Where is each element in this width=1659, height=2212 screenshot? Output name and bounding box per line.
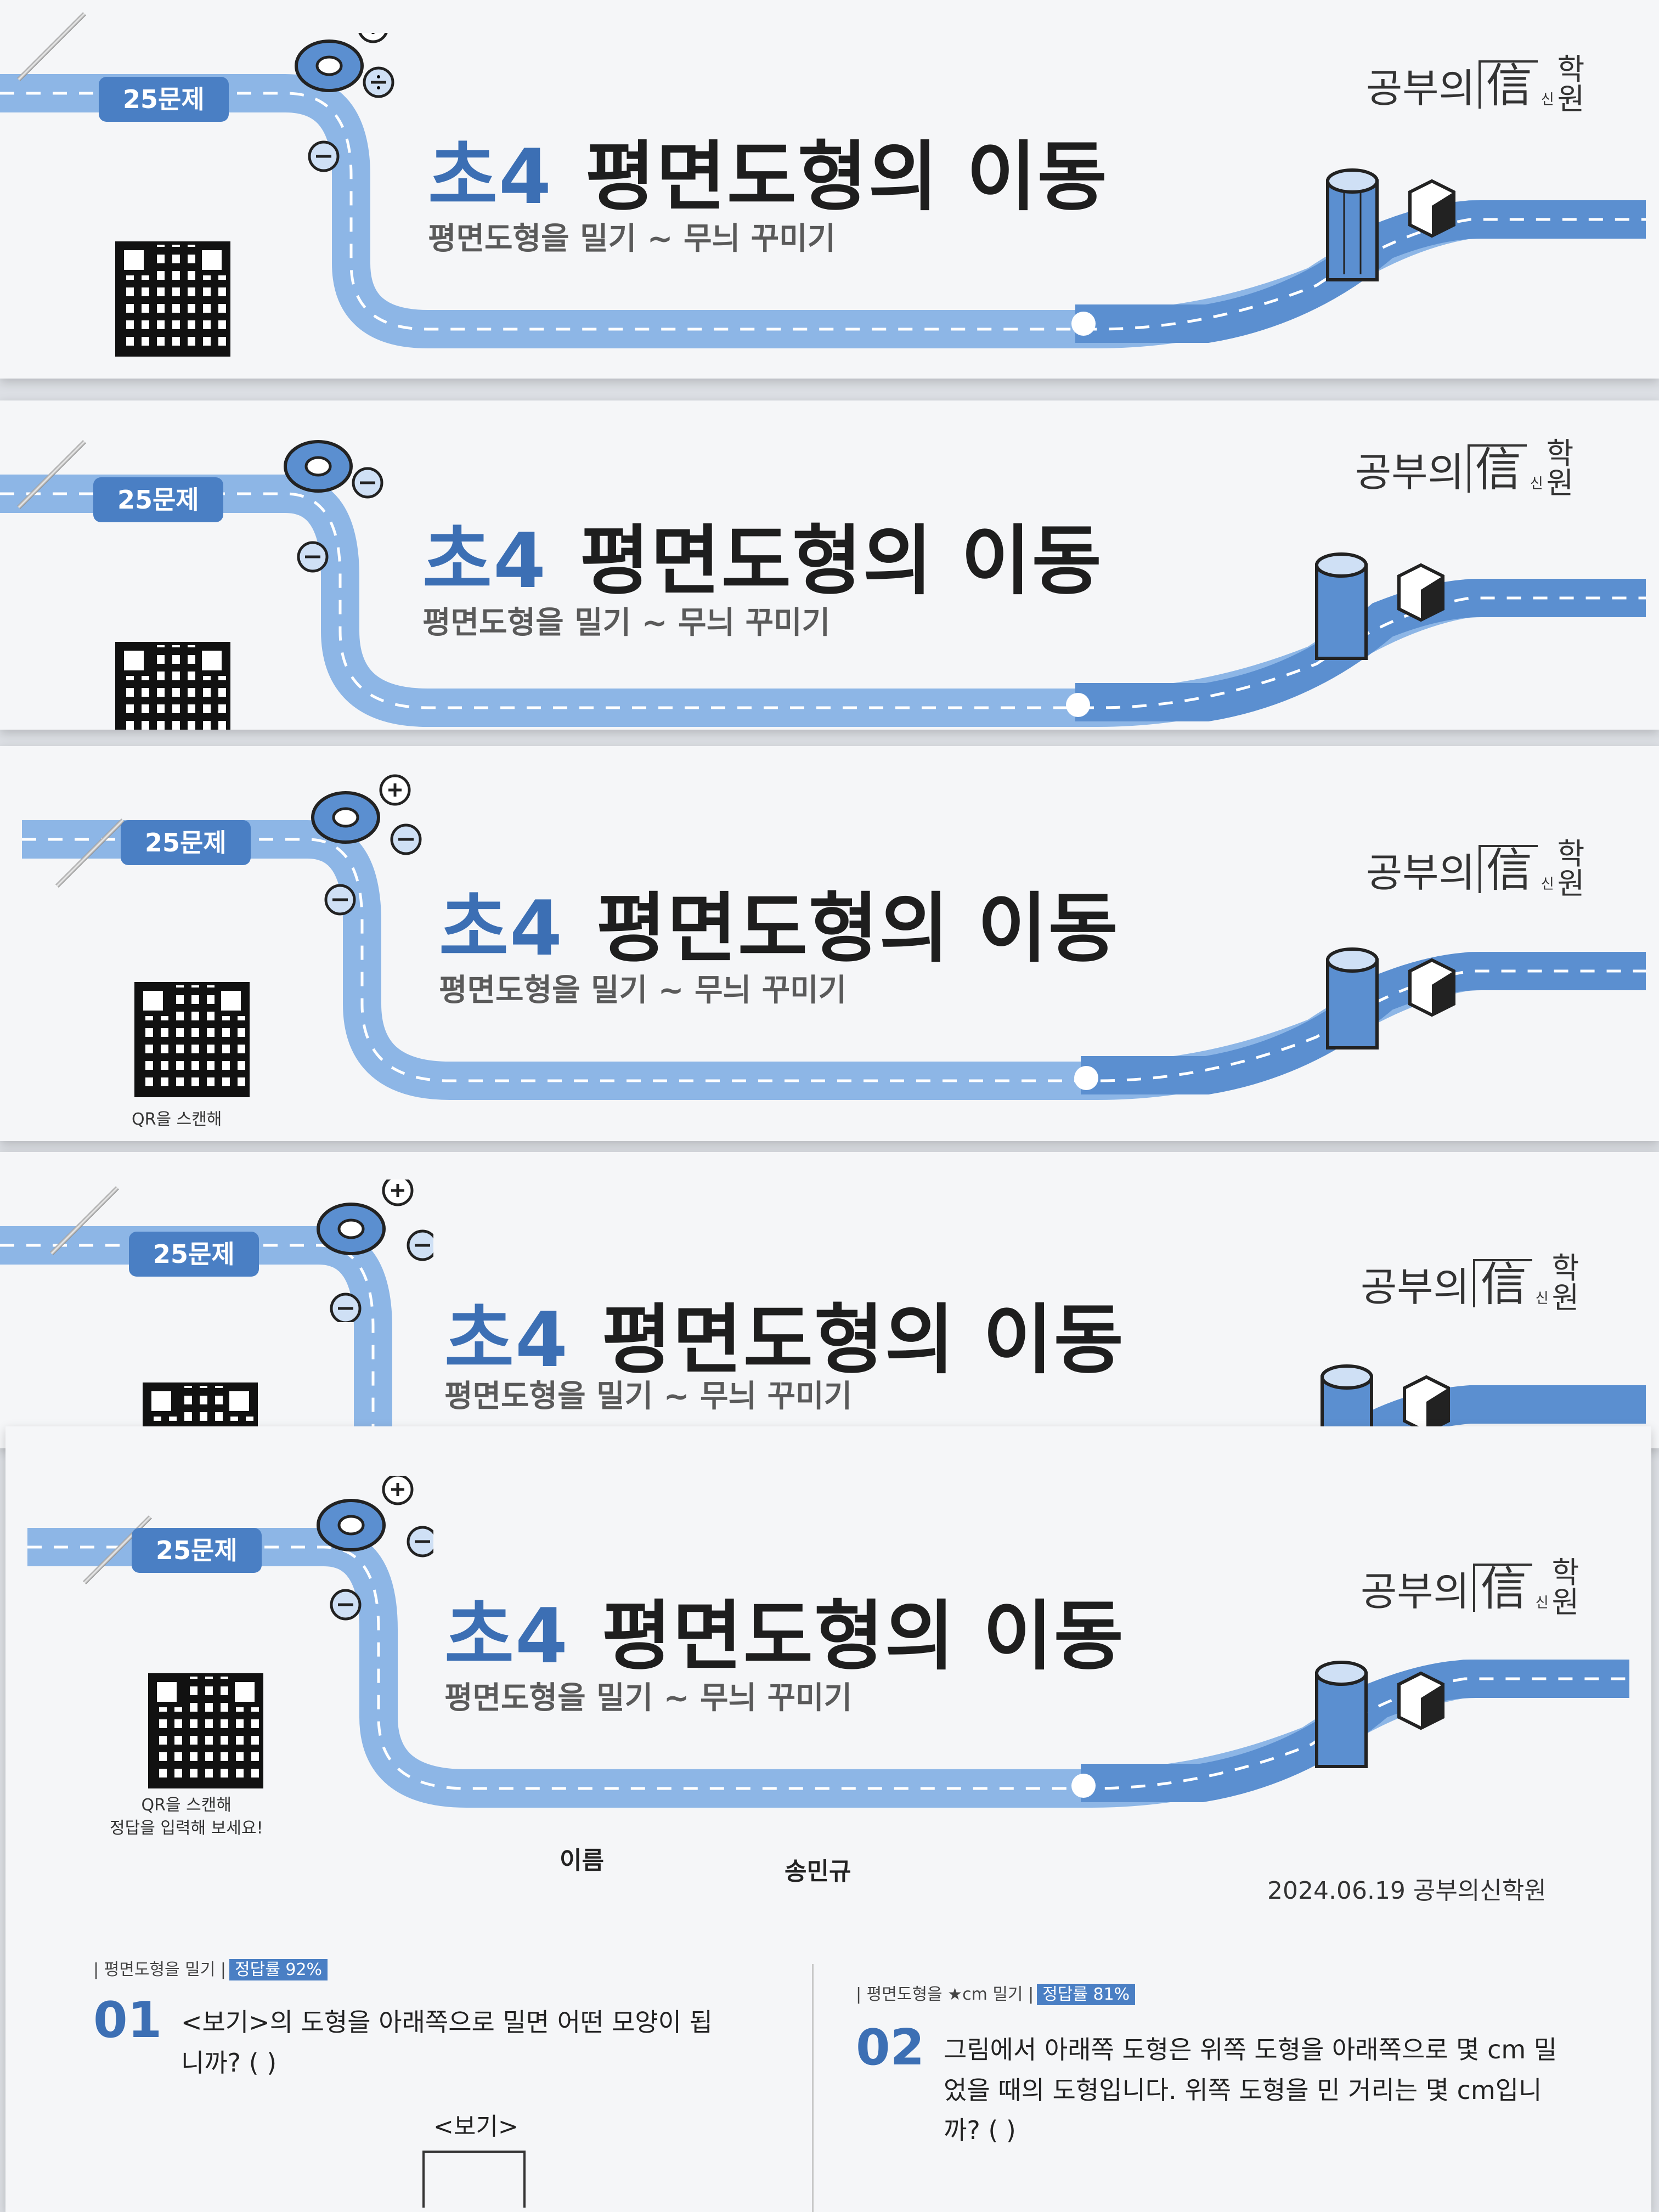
cube-icon xyxy=(1397,1671,1444,1730)
q2-text: 그림에서 아래쪽 도형은 위쪽 도형을 아래쪽으로 몇 cm 밀었을 때의 도형… xyxy=(944,2035,1558,2146)
q1-tag: | 평면도형을 밀기 |정답률 92% xyxy=(93,1956,328,1980)
problem-count-badge: 25문제 xyxy=(132,1528,262,1573)
cube-icon xyxy=(1397,563,1444,622)
minus-icon xyxy=(297,541,329,573)
divide-icon xyxy=(407,1526,433,1558)
divide-icon xyxy=(363,66,394,98)
qr-code-icon[interactable] xyxy=(134,982,250,1097)
math-icons xyxy=(295,33,394,172)
cube-icon xyxy=(1408,958,1455,1017)
cylinder-icon xyxy=(1315,552,1368,660)
divide-icon xyxy=(390,823,422,855)
cylinder-icon xyxy=(1326,168,1379,281)
worksheet-subtitle: 평면도형을 밀기 ~ 무늬 꾸미기 xyxy=(444,1680,853,1716)
name-value: 송민규 xyxy=(785,1858,851,1886)
cylinder-icon xyxy=(1326,947,1379,1049)
minus-icon xyxy=(324,884,356,916)
q2-number: 02 xyxy=(856,2019,925,2076)
cylinder-and-cube xyxy=(1315,552,1444,660)
cube-icon xyxy=(1408,179,1455,238)
date-academy: 2024.06.19 공부의신학원 xyxy=(1267,1877,1547,1905)
cylinder-and-cube xyxy=(1326,168,1455,281)
plus-icon xyxy=(358,33,388,43)
cylinder-and-cube xyxy=(1315,1661,1444,1768)
divide-icon xyxy=(352,467,383,499)
plus-icon xyxy=(382,1180,414,1206)
qr-code-icon[interactable] xyxy=(143,1383,258,1448)
qr-code-icon[interactable] xyxy=(148,1673,263,1788)
qr-code-icon[interactable] xyxy=(115,642,230,730)
q1-figure xyxy=(422,2151,526,2208)
qr-code-icon[interactable] xyxy=(115,241,230,357)
plus-icon xyxy=(382,1476,414,1505)
problem-count-badge: 25문제 xyxy=(93,477,223,522)
cylinder-and-cube xyxy=(1326,947,1455,1049)
problem-count-badge: 25문제 xyxy=(129,1232,259,1277)
cylinder-icon xyxy=(1315,1661,1368,1768)
divide-icon xyxy=(407,1229,433,1261)
q1-box-label: <보기> xyxy=(433,2113,518,2141)
worksheet-subtitle: 평면도형을 밀기 ~ 무늬 꾸미기 xyxy=(422,605,831,641)
qr-caption: QR을 스캔해 정답을 입력해 보세요! xyxy=(110,1796,263,1838)
plus-icon xyxy=(379,774,411,806)
worksheet-subtitle: 평면도형을 밀기 ~ 무늬 꾸미기 xyxy=(444,1379,853,1414)
q1-text: <보기>의 도형을 아래쪽으로 밀면 어떤 모양이 됩니까? ( ) xyxy=(181,2007,713,2078)
worksheet-subtitle: 평면도형을 밀기 ~ 무늬 꾸미기 xyxy=(439,973,847,1008)
q2-tag: | 평면도형을 ★cm 밀기 |정답률 81% xyxy=(856,1980,1136,2005)
worksheet-subtitle: 평면도형을 밀기 ~ 무늬 꾸미기 xyxy=(428,221,836,257)
q1-number: 01 xyxy=(93,1991,162,2049)
problem-count-badge: 25문제 xyxy=(99,77,229,122)
cube-icon xyxy=(1403,1375,1450,1434)
minus-icon xyxy=(308,140,340,172)
minus-icon xyxy=(330,1589,362,1621)
math-icons xyxy=(317,1180,433,1322)
column-divider xyxy=(812,1964,814,2212)
math-icons xyxy=(317,1476,433,1621)
qr-caption: QR을 스캔해 xyxy=(132,1110,222,1129)
name-label: 이름 xyxy=(560,1847,604,1875)
minus-icon xyxy=(330,1293,362,1322)
math-icons xyxy=(284,440,383,573)
problem-count-badge: 25문제 xyxy=(121,820,251,865)
math-icons xyxy=(311,774,422,916)
